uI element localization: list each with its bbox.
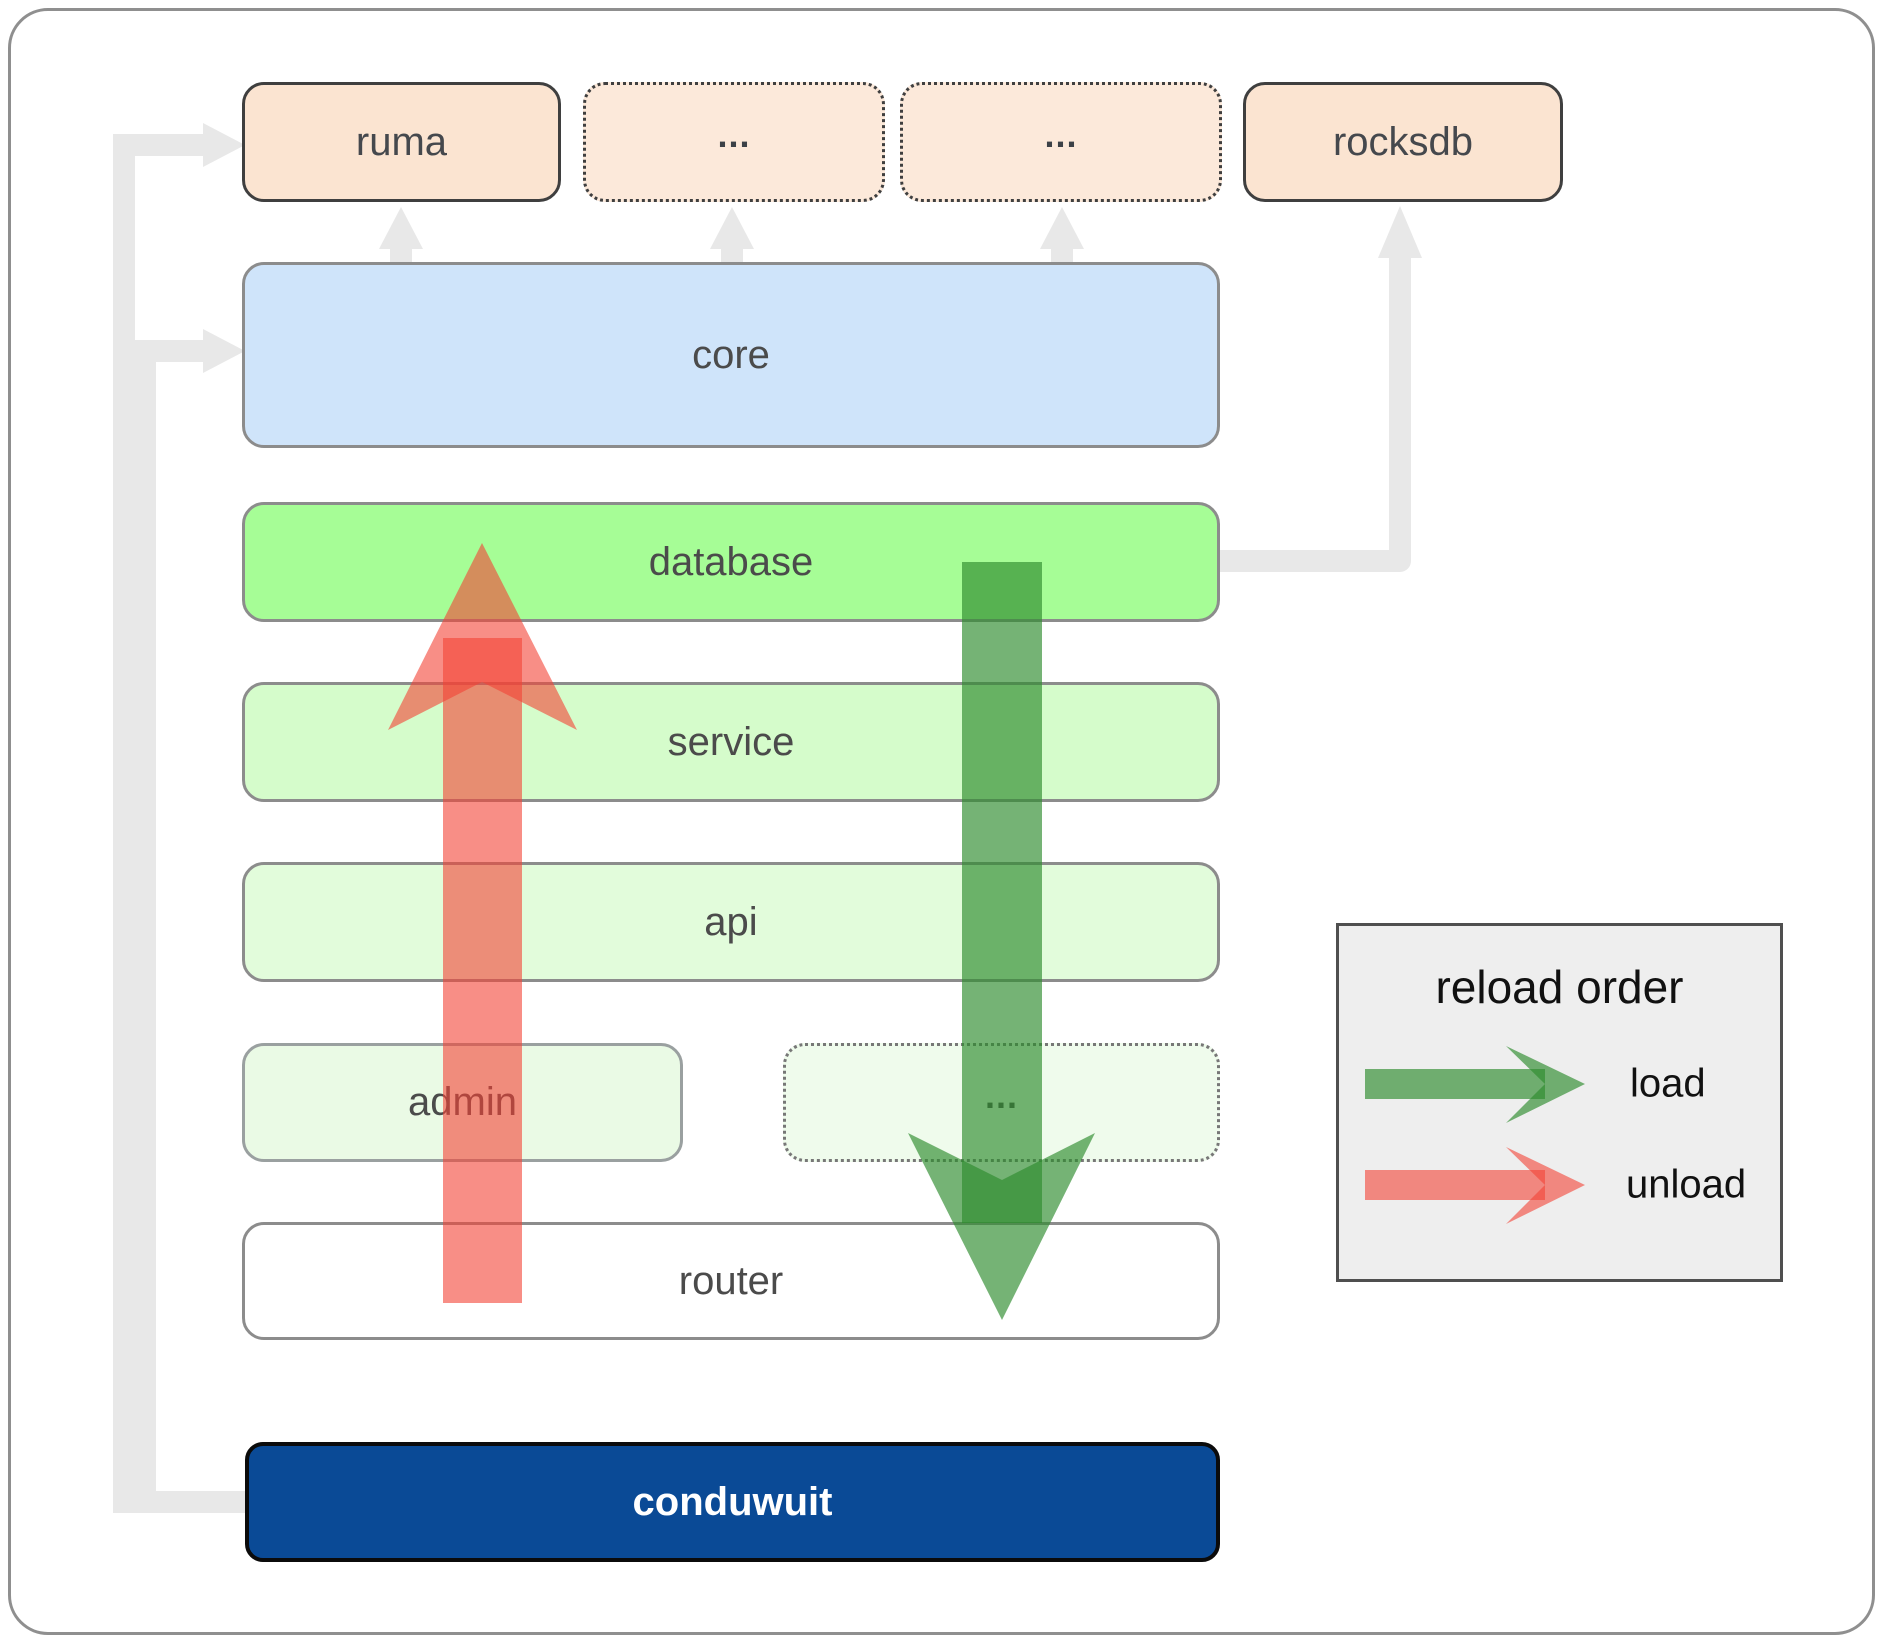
node-database-label: database (648, 539, 814, 584)
node-top-ellipsis-2: ... (900, 82, 1222, 202)
node-top-ellipsis-1-label: ... (717, 114, 751, 155)
node-top-ellipsis-2-label: ... (1044, 114, 1078, 155)
outer-frame (8, 8, 1875, 1635)
node-admin: admin (242, 1043, 683, 1162)
node-router: router (242, 1222, 1220, 1340)
node-conduwuit: conduwuit (245, 1442, 1220, 1562)
node-admin-label: admin (408, 1080, 517, 1124)
node-mid-ellipsis-label: ... (984, 1074, 1018, 1116)
node-service-label: service (667, 719, 795, 764)
node-database: database (242, 502, 1220, 622)
legend-label-unload: unload (1626, 1162, 1747, 1207)
node-mid-ellipsis: ... (783, 1043, 1220, 1162)
node-rocksdb-label: rocksdb (1332, 119, 1474, 164)
legend-label-load: load (1630, 1061, 1706, 1106)
node-api-label: api (704, 899, 758, 944)
node-api: api (242, 862, 1220, 982)
legend-unload-arrow-icon (1365, 1147, 1585, 1224)
node-router-label: router (678, 1258, 784, 1303)
node-core: core (242, 262, 1220, 448)
node-ruma: ruma (242, 82, 561, 202)
node-conduwuit-label: conduwuit (632, 1479, 833, 1524)
node-top-ellipsis-1: ... (583, 82, 885, 202)
node-ruma-label: ruma (355, 119, 448, 164)
legend-arrow-graphics (1365, 1046, 1585, 1224)
node-core-label: core (692, 332, 770, 377)
legend: reload order load unload (1336, 923, 1783, 1282)
legend-title: reload order (1435, 961, 1684, 1013)
legend-load-arrow-icon (1365, 1046, 1585, 1123)
node-rocksdb: rocksdb (1243, 82, 1563, 202)
node-service: service (242, 682, 1220, 802)
